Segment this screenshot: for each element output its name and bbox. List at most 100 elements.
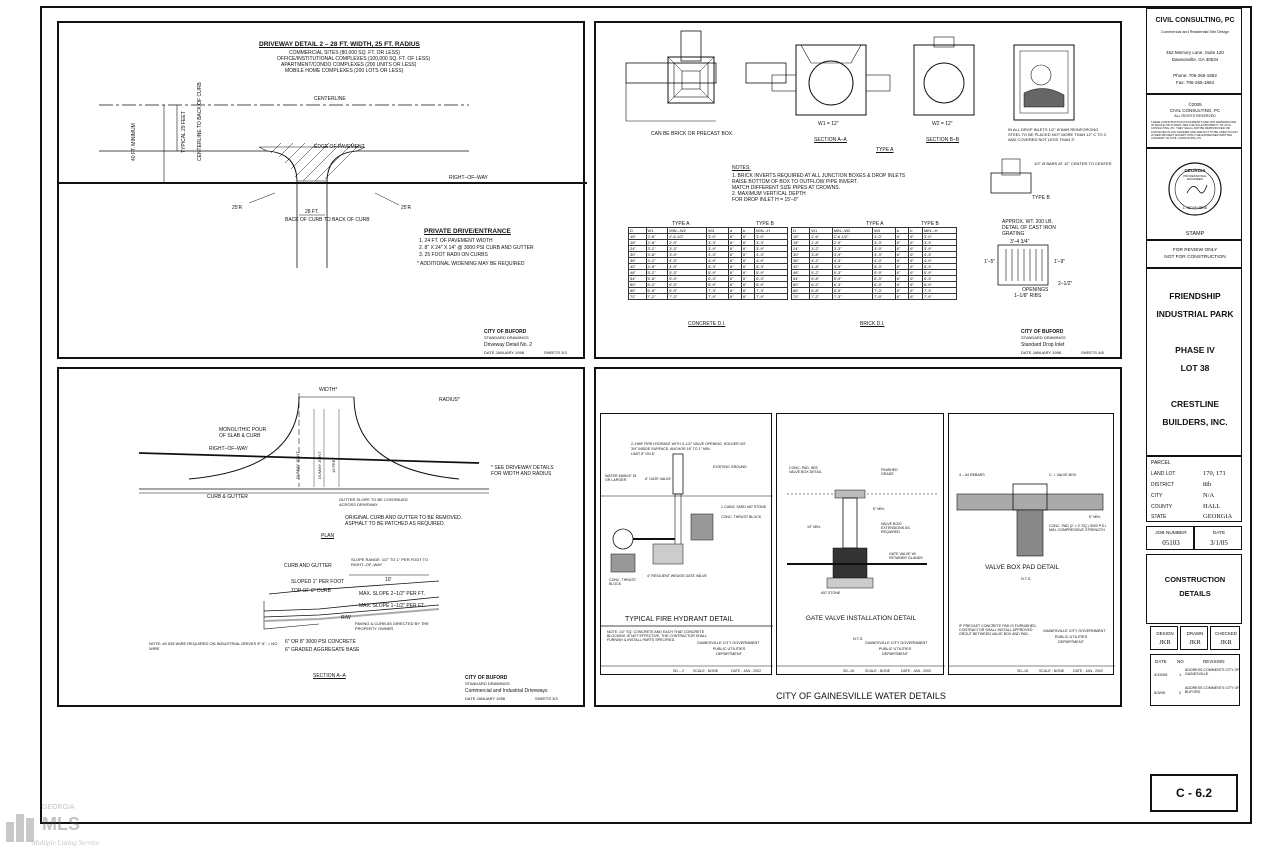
plan-radius-label: RADIUS* [439,397,460,403]
gate-label-grade: FINISHED GRADE [881,468,898,476]
grating-weight: APPROX. WT. 200 LB. [1002,219,1053,225]
city-buford-label: CITY OF BUFORD [484,329,527,335]
date-value: 3/1/05 [1210,539,1228,547]
section-aa-title: SECTION A–A [313,673,346,679]
mls-watermark-bot: Multiple Listing Service [32,839,100,847]
design-key: DESIGN [1156,631,1174,636]
district-key: DISTRICT [1151,482,1175,488]
district-value: 8th [1203,481,1212,488]
sec-conc-label: 6" OR 8" 3000 PSI CONCRETE [285,639,356,645]
pad-label-box: C. I. VALVE BOX [1049,473,1077,477]
driveway-width-label: 28 FT. [305,209,319,215]
table-type-a-left: TYPE A [672,221,690,227]
concrete-di-label: CONCRETE D.I. [688,321,726,327]
stamp-block: GEORGIA PROFESSIONAL ENGINEER L. KEVIN R… [1146,148,1242,240]
review-line-2: NOT FOR CONSTRUCTION [1164,255,1226,260]
hydrant-dept: PUBLIC UTILITIES DEPARTMENT [712,647,746,656]
concrete-di-table-row: 15"2'-6"2'-6 1/2"3'-0"6"6"3'-0" [628,233,788,240]
pad-sd: SD–16 [1017,669,1028,673]
firm-fax: Fax: 706-265-1864 [1175,80,1215,85]
plan-width-label: WIDTH* [319,387,338,393]
sec-max2-label: MAX. SLOPE 1–1/2" PER FT. [359,603,425,609]
mls-logo-icon [6,814,34,842]
land-lot-value: 170, 171 [1203,470,1226,477]
pad-gov: GAINESVILLE CITY GOVERNMENT [1043,629,1106,633]
hydrant-detail-box: 2–HWF FIRE HYDRANT WITH 4–1/2" VALVE OPE… [600,413,773,675]
checked-value: JKR [1220,639,1232,646]
date-cell: DATE 3/1/05 [1194,526,1242,550]
driveway-note-3: APARTMENT/CONDO COMPLEXES (200 UNITS OR … [281,62,417,68]
private-drive-item-1: 1. 24 FT. OF PAVEMENT WIDTH [419,238,493,244]
rev-date-key: DATE [1155,659,1167,664]
stamp-state: GEORGIA [1184,168,1206,173]
plan-sheet: SHEETS 3/3 [535,696,558,701]
brick-di-table-row: 66"6'-8"6'-9"7'-3"6"6"7'-3" [790,287,958,294]
valve-pad-detail-box: 4 – #4 REBARS C. I. VALVE BOX CONC. PAD … [948,413,1115,675]
concrete-di-cell: 7'-9" [754,293,788,300]
private-drive-item-2: 2. 8" X 24" X 14" @ 3000 PSI CURB AND GU… [419,245,534,251]
brick-di-cell: 72" [790,293,811,300]
checked-key: CHECKED [1214,631,1237,636]
pad-scale: SCALE : NONE [1039,669,1065,673]
state-value: GEORGIA [1203,513,1233,520]
brick-di-table-row: 36"4'-2"4'-3"4'-9"6"6"4'-9" [790,257,958,264]
junction-box-drawing [625,30,1075,286]
sheet-title-1: CONSTRUCTION [1164,575,1226,584]
copyright-block: ©2005 CIVIL CONSULTING, PC ALL RIGHTS RE… [1146,94,1242,148]
panel-drop-inlet: CAN BE BRICK OR PRECAST BOX. SECTION A–A… [594,21,1122,359]
copyright-firm: CIVIL CONSULTING, PC [1169,108,1221,113]
gate-label-pad: CONC. PAD, SEE VALVE BOX DETAIL [789,466,822,474]
brick-di-table-row: 48"5'-2"5'-3"5'-9"6"6"5'-9" [790,269,958,276]
driveway-plan-drawing [59,104,587,268]
review-line-1: FOR REVIEW ONLY [1172,248,1218,253]
gate-label-10: 10" MIN. [807,525,821,529]
brick-di-table-row: 72"7'-2"7'-3"7'-9"6"6"7'-9" [790,293,958,300]
title-block: CIVIL CONSULTING, PC Commercial and Resi… [1146,8,1242,816]
private-drive-item-3: 3. 25 FOOT RADII ON CURBS [419,252,488,258]
mls-watermark-mid: MLS [42,814,80,834]
junction-std: STANDARD DRAWINGS [1021,335,1066,340]
notes-title: NOTES: [732,165,751,171]
gate-valve-detail-box: CONC. PAD, SEE VALVE BOX DETAIL FINISHED… [776,413,945,675]
hydrant-sd: SD – 2 [673,669,684,673]
rev-1-date: 4/15/05 [1154,672,1168,677]
plan-orig-note: ORIGINAL CURB AND GUTTER TO BE REMOVED. … [345,515,463,527]
junction-date: DATE JANUARY 1998 [1021,350,1062,355]
concrete-di-cell: 6" [740,293,756,300]
pad-dept: PUBLIC UTILITIES DEPARTMENT [1054,635,1088,644]
city-value: N/A [1203,492,1215,499]
brick-di-label: BRICK D.I. [860,321,885,327]
plan-row-label: RIGHT–OF–WAY [209,446,248,452]
monolithic-label: MONOLITHIC POUR OF SLAB & CURB [219,427,267,439]
drawing-sheet-border [40,6,1252,824]
plan-gutter-label: GUTTER SLOPE TO BE CONTINUED ACROSS DRIV… [339,497,408,507]
private-drive-title: PRIVATE DRIVE/ENTRANCE [424,228,511,235]
driveway-title: DRIVEWAY DETAIL 2 – 28 FT. WIDTH, 25 FT.… [259,41,420,48]
pad-label-rebar: 4 – #4 REBARS [959,473,985,477]
concrete-di-cell: 7'-3" [667,293,708,300]
sec-max-label: MAX. SLOPE 2–1/2" PER FT. [359,591,425,597]
rev-2-text: ADDRESS COMMENTS CITY OF BUFORD [1185,686,1240,694]
section-b-label: SECTION B–B [926,137,960,143]
builder-name-2: BUILDERS, INC. [1162,417,1228,427]
gate-date: DATE : JAN., 2002 [901,669,932,673]
rev-1-text: ADDRESS COMMENTS CITY OF GAINESVILLE [1185,668,1240,676]
hydrant-note-3: LIMIT 8" ON 6" [631,452,656,456]
sheet-title-block: CONSTRUCTION DETAILS [1146,554,1242,624]
driveway-note-1: COMMERCIAL SITES (80,000 SQ. FT. OR LESS… [289,50,400,56]
gate-valve-drawing [777,489,945,667]
brick-di-table-row: 24"3'-2"3'-3"3'-9"6"6"3'-9" [790,245,958,252]
rev-1-no: 1 [1179,672,1182,677]
junction-note-2: RAISE BOTTOM OF BOX TO OUTFLOW PIPE INVE… [732,179,858,185]
copyright-rights: ALL RIGHTS RESERVED [1174,114,1216,118]
concrete-di-table-row: 66"6'-8"6'-9"7'-3"6"6"7'-3" [628,287,788,294]
hydrant-label-wedge: 4" RESILIENT WEDGE GATE VALVE [647,574,707,578]
city-key: CITY [1151,493,1163,499]
gate-title: GATE VALVE INSTALLATION DETAIL [805,615,917,622]
drawn-cell: DRAWN JKR [1180,626,1208,650]
junction-note-4: 2. MAXIMUM VERTICAL DEPTH [732,191,806,197]
engineer-seal-icon [1168,162,1222,216]
driveway-dwg-sheet: SHEETS 3/3 [544,350,567,355]
drawn-key: DRAWN [1186,631,1204,636]
